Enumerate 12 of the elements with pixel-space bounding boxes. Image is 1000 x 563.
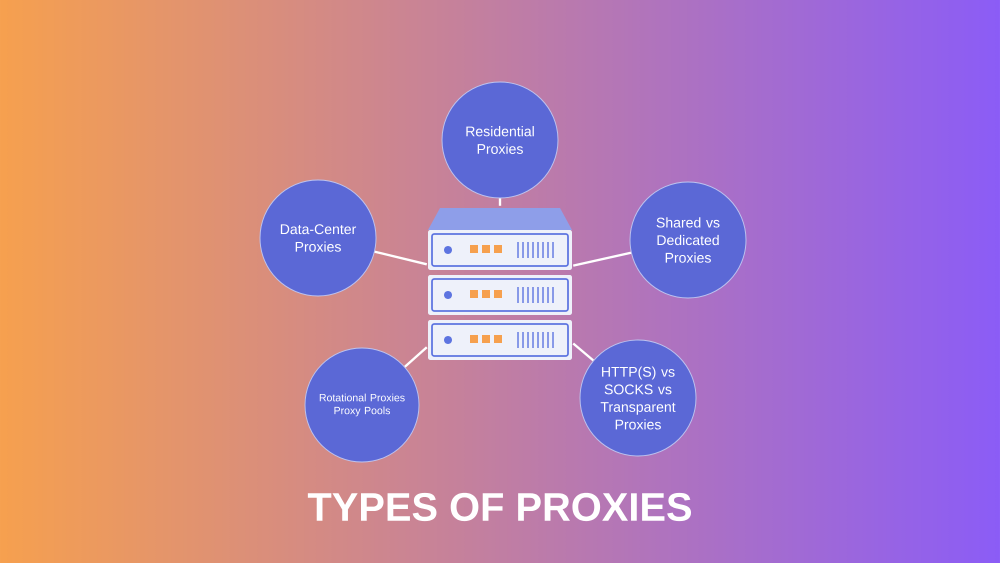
title: TYPES OF PROXIES <box>308 492 692 522</box>
server-drawing <box>428 208 572 360</box>
circle-node: Data-Center Proxies <box>260 180 376 296</box>
connector-line <box>572 342 594 362</box>
connector-line <box>404 346 428 368</box>
circle-node: Rotational Proxies Proxy Pools <box>304 348 420 462</box>
circle-node: HTTP(S) vs SOCKS vs Transparent Proxies <box>580 340 696 456</box>
circle-node: Residential Proxies <box>442 82 558 198</box>
connector-line <box>498 198 502 206</box>
circle-node: Shared vs Dedicated Proxies <box>630 182 746 298</box>
connector-line <box>374 250 428 266</box>
connector-line <box>572 252 632 267</box>
